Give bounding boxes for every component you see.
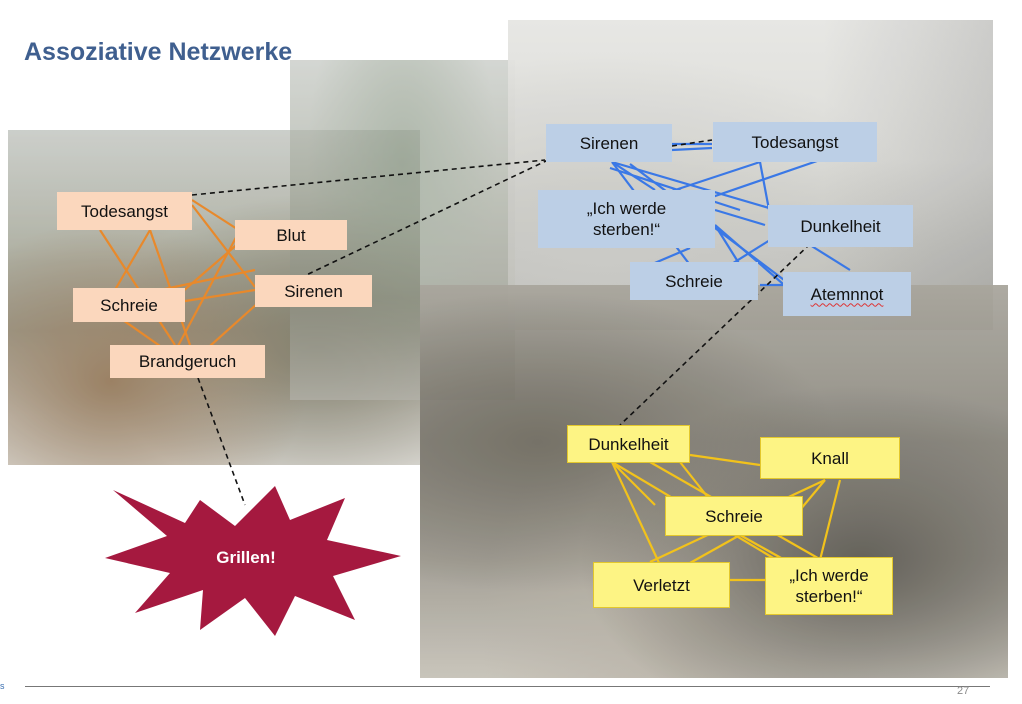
node-orange-todesangst: Todesangst <box>57 192 192 230</box>
node-blue-ich-werde-sterben: „Ich werde sterben!“ <box>538 190 715 248</box>
node-blue-schreie: Schreie <box>630 262 758 300</box>
node-blue-dunkelheit: Dunkelheit <box>768 205 913 247</box>
node-yellow-knall: Knall <box>760 437 900 479</box>
node-orange-brandgeruch: Brandgeruch <box>110 345 265 378</box>
yellow-link <box>689 534 741 564</box>
blue-link <box>659 160 761 197</box>
blue-link <box>629 163 801 293</box>
yellow-link <box>689 453 761 467</box>
corner-mark: s <box>0 681 5 691</box>
starburst-shape <box>105 486 401 636</box>
dashed-link-brandgeruch <box>197 377 246 506</box>
blue-link <box>714 224 791 291</box>
node-orange-blut: Blut <box>235 220 347 250</box>
node-yellow-verletzt: Verletzt <box>593 562 730 608</box>
blue-link <box>714 224 741 266</box>
dashed-link-todesangst <box>191 159 546 196</box>
orange-link <box>159 268 256 292</box>
node-blue-sirenen: Sirenen <box>546 124 672 162</box>
blue-link <box>611 160 794 217</box>
node-yellow-schreie: Schreie <box>665 496 803 536</box>
grillen-starburst: Grillen! <box>105 478 405 638</box>
blue-link <box>729 239 771 266</box>
yellow-link <box>611 461 661 566</box>
dashed-link-todesangst-blue <box>671 139 713 147</box>
slide-title: Assoziative Netzwerke <box>24 38 293 66</box>
node-yellow-dunkelheit: Dunkelheit <box>567 425 690 463</box>
dashed-link-dunkelheit <box>619 243 811 426</box>
blue-link <box>714 208 766 227</box>
node-yellow-ich-werde-sterben-line1: „Ich werde <box>789 566 869 585</box>
orange-link <box>111 229 151 296</box>
node-orange-sirenen: Sirenen <box>255 275 372 307</box>
node-orange-schreie: Schreie <box>73 288 185 322</box>
node-blue-atemnot: Atemnnot <box>783 272 911 316</box>
node-blue-atemnot-label: Atemnnot <box>810 284 884 304</box>
node-blue-ich-werde-sterben-line1: „Ich werde <box>586 199 667 218</box>
rubble-rescue-photo <box>420 285 1008 678</box>
dashed-links <box>191 139 811 506</box>
page-number: 27 <box>957 685 970 697</box>
orange-link <box>119 317 161 347</box>
orange-link <box>177 229 241 347</box>
node-yellow-ich-werde-sterben: „Ich werde sterben!“ <box>765 557 893 615</box>
yellow-link <box>799 479 826 511</box>
starburst-label: Grillen! <box>216 548 276 567</box>
yellow-link <box>818 479 842 561</box>
footer-rule <box>25 686 990 687</box>
orange-link <box>209 302 259 347</box>
node-blue-todesangst: Todesangst <box>713 122 877 162</box>
orange-link <box>174 241 241 299</box>
node-blue-ich-werde-sterben-line2: sterben!“ <box>592 220 661 239</box>
yellow-link <box>679 461 711 501</box>
orange-link <box>99 229 176 346</box>
node-yellow-ich-werde-sterben-line2: sterben!“ <box>795 587 863 606</box>
dashed-link-sirenen <box>299 159 549 279</box>
yellow-link <box>611 461 656 506</box>
blue-link <box>809 244 851 271</box>
blue-link <box>671 146 713 152</box>
